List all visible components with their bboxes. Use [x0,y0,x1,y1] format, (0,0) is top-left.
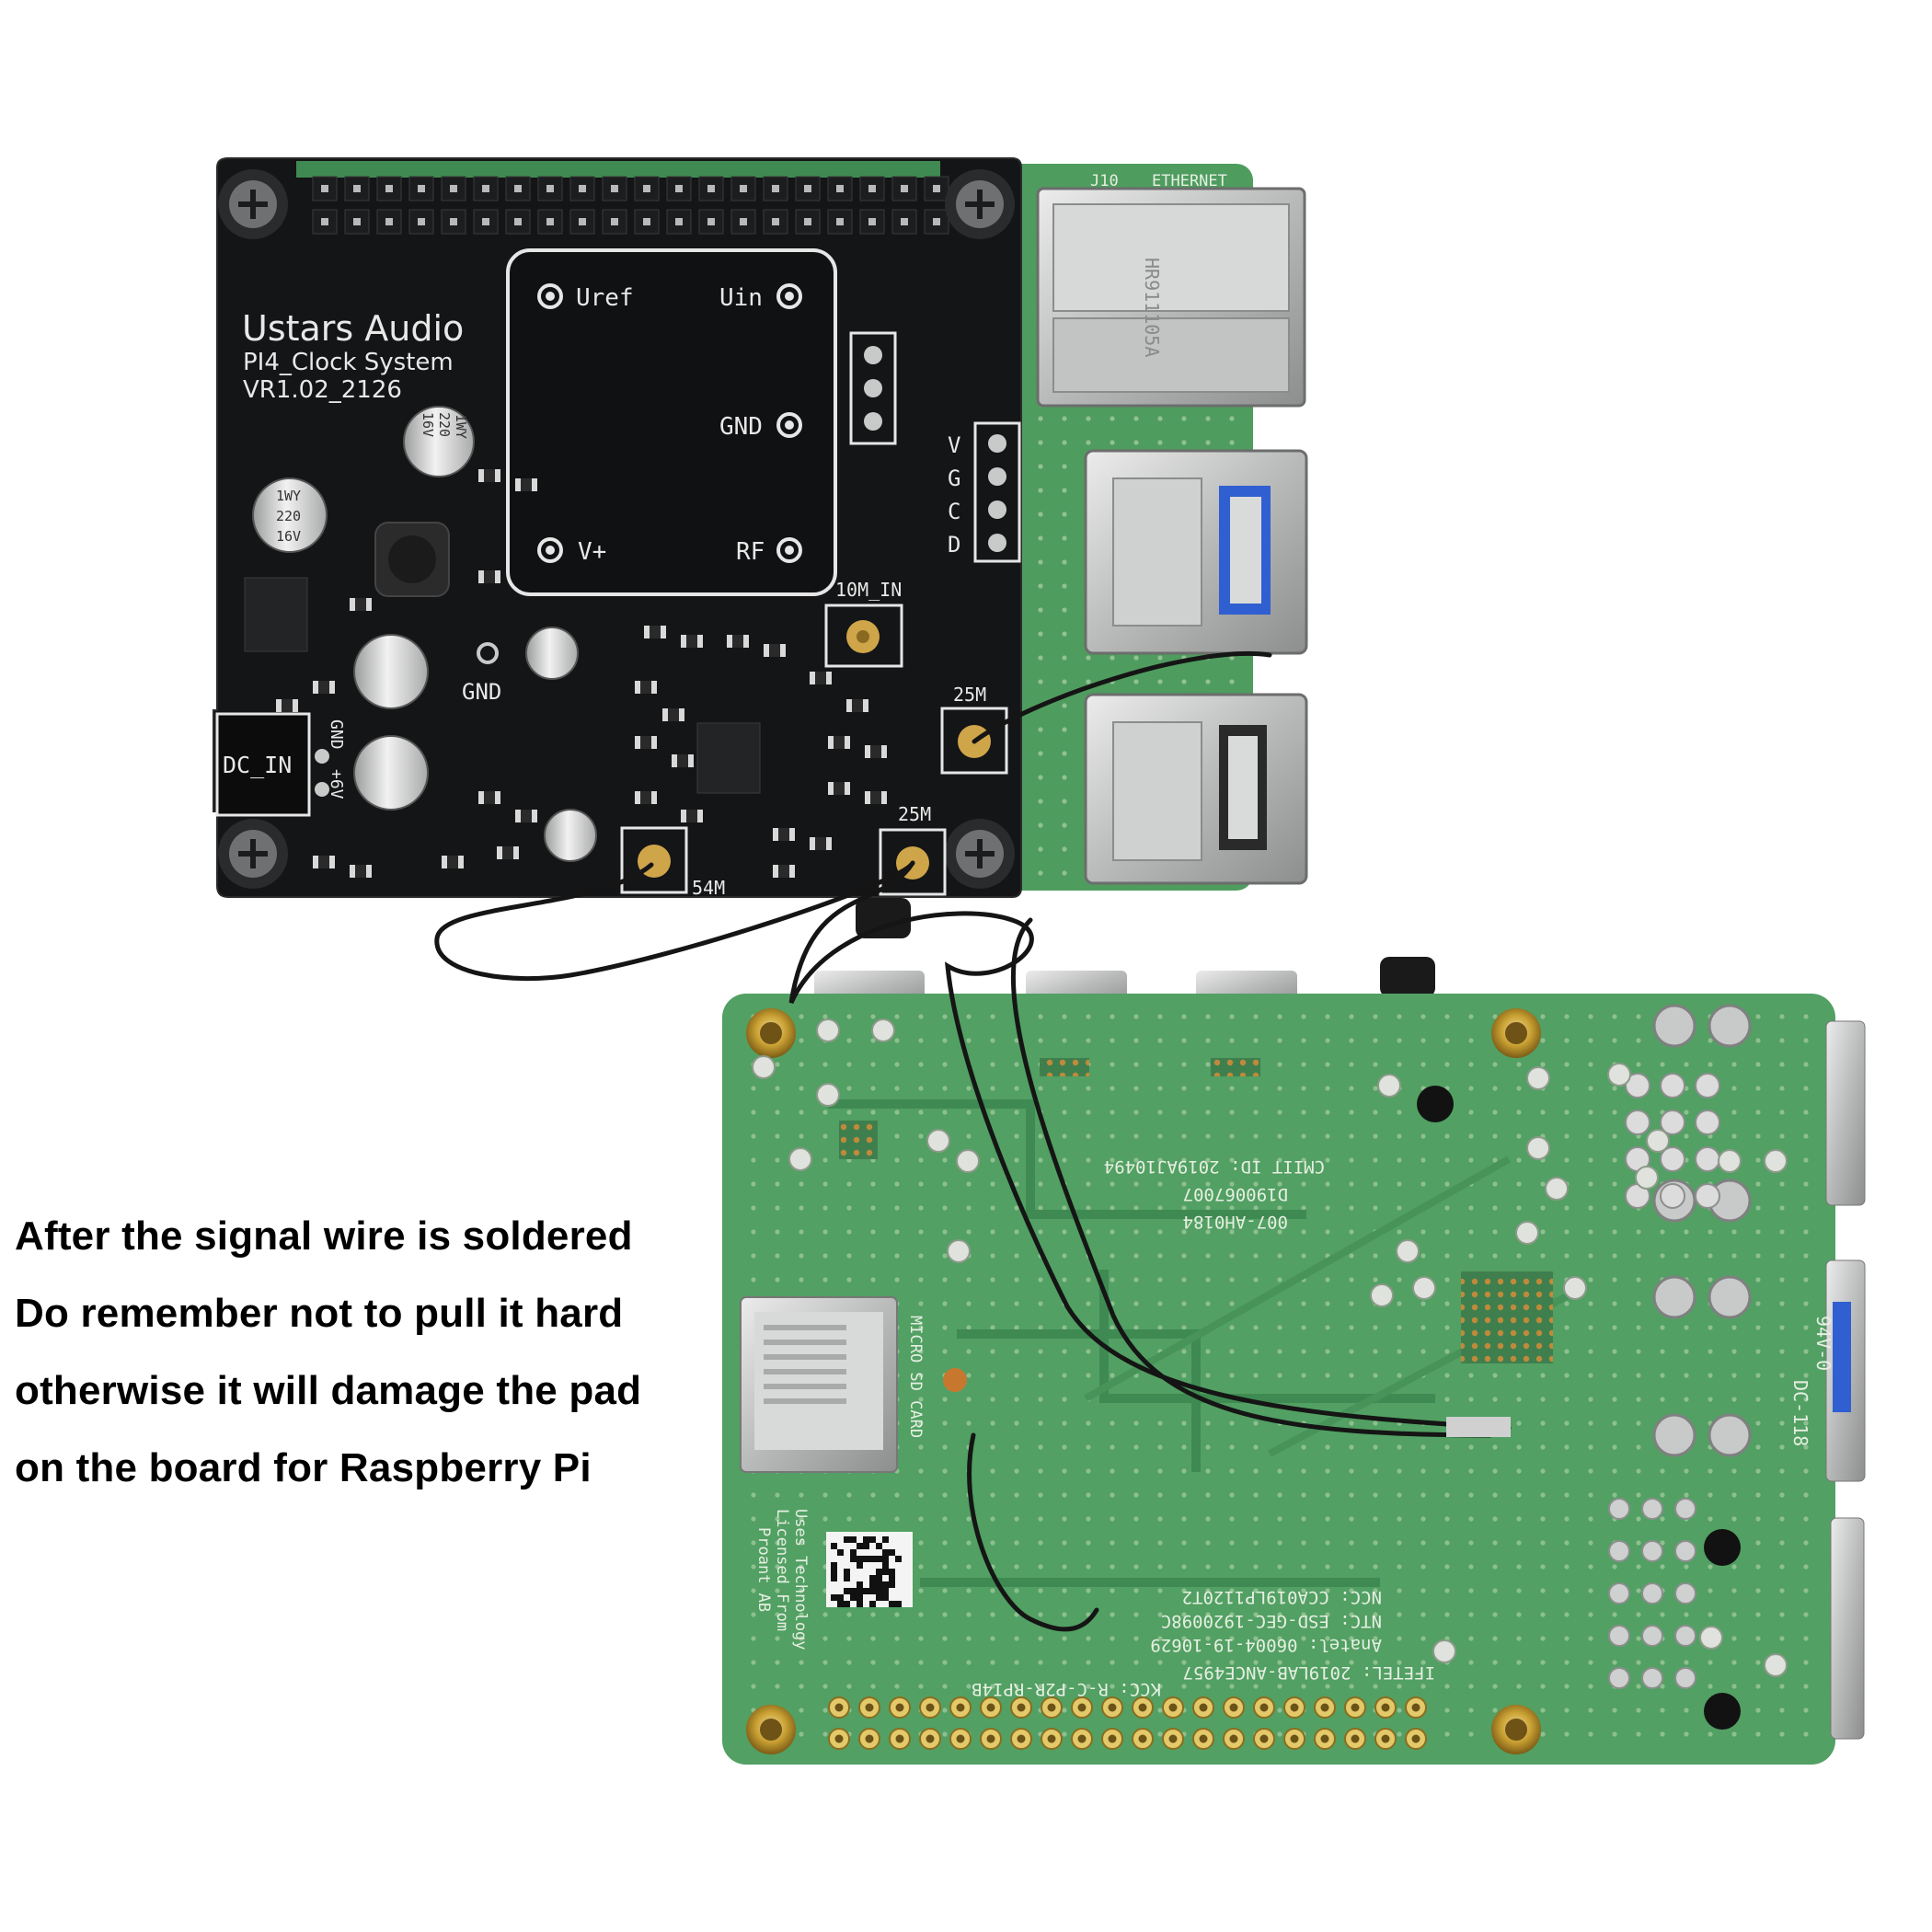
oscillator-module-outline: Uref Uin GND V+ RF [506,248,837,596]
micro-sd-slot [740,1296,898,1473]
usb3-port-stack [1084,449,1308,655]
license-line-3: Proant AB [754,1527,773,1612]
license-line-1: Uses Technology [791,1509,810,1650]
smd-components [276,469,887,878]
clock-hat-board: Ustars Audio PI4_Clock System VR1.02_212… [213,157,1022,899]
compliance-marking: CMIIT ID: 2019AJ10494 D190067007 007-AH0… [972,1156,1435,1699]
mounting-screw [218,169,288,239]
vplus-label: V+ [578,538,606,566]
ethernet-port: HR911105A [1036,187,1306,408]
capacitor-47uf [525,627,579,680]
uin-label: Uin [719,284,763,312]
plus6v-label: +6V [327,769,346,799]
svg-text:007-AH0184: 007-AH0184 [1183,1212,1288,1232]
gpio-header-top [312,176,949,235]
mounting-screw [218,819,288,889]
regulator-ic [244,577,308,652]
pi-top-view: J10 ETHERNET HR911105A [213,157,1308,938]
svg-text:HR911105A: HR911105A [1141,258,1163,357]
svg-text:16V: 16V [420,412,436,437]
pin-v-label: V [948,432,960,458]
svg-text:1WY: 1WY [453,414,469,439]
svg-text:Anatel: 06004-19-10629: Anatel: 06004-19-10629 [1150,1635,1382,1655]
capacitor-220uf [353,634,429,709]
dc-in-label: DC_IN [223,752,292,778]
caption-line-1: After the signal wire is soldered [15,1213,633,1259]
capacitor-220uf: 1WY 220 16V [252,477,328,553]
board-rating-label: 94V-0 [1812,1316,1834,1371]
svg-text:CMIIT ID: 2019AJ10494: CMIIT ID: 2019AJ10494 [1104,1156,1325,1177]
svg-text:KCC: R-C-P2R-RPI4B: KCC: R-C-P2R-RPI4B [972,1679,1161,1699]
pin-c-label: C [948,499,960,524]
mounting-screw [945,169,1015,239]
solder-joint [1446,1417,1511,1437]
clk-25m-b-label: 25M [898,803,931,825]
svg-text:1WY: 1WY [276,488,301,504]
clk-54m-label: 54M [692,877,725,899]
brand-label: Ustars Audio [242,308,464,349]
board-code-label: DC-118 [1789,1380,1811,1446]
mounting-screw [945,819,1015,889]
usb2-port-stack [1084,693,1308,885]
dc-gnd-label: GND [327,719,346,750]
pi-j10-label: J10 [1090,172,1119,190]
audio-jack [856,898,911,938]
dc-input-terminal: DC_IN GND +6V [215,712,346,817]
signal-wires [434,651,1512,1632]
signal-wire-lower [967,1432,1099,1632]
chip-pad-grid [1461,1271,1553,1363]
rf-label: RF [736,538,765,566]
instruction-caption: After the signal wire is soldered Do rem… [15,1198,714,1507]
license-line-2: Licensed From [773,1509,791,1631]
svg-text:220: 220 [276,508,301,524]
sd-card-label: MICRO SD CARD [906,1316,925,1438]
gnd-label: GND [462,679,501,705]
caption-line-4: on the board for Raspberry Pi [15,1445,592,1490]
pin-g-label: G [948,466,960,491]
svg-text:16V: 16V [276,528,301,545]
clk-25m-a-label: 25M [953,684,986,706]
brass-standoff [1491,1705,1541,1754]
brass-standoff [1491,1008,1541,1058]
clock-buffer-ic [696,722,761,794]
pi-ethernet-label: ETHERNET [1152,172,1227,190]
ten-mhz-input-connector: 10M_IN [824,579,903,668]
test-points [752,1018,1788,1677]
svg-text:IFETEL: 2019LAB-ANCE4957: IFETEL: 2019LAB-ANCE4957 [1182,1662,1435,1683]
signal-wire-25m-a [972,651,1272,744]
svg-text:D190067007: D190067007 [1183,1184,1288,1204]
caption-line-2: Do remember not to pull it hard [15,1291,624,1336]
pi-bottom-view: MICRO SD CARD Uses Technology Licensed F… [722,957,1866,1765]
uref-label: Uref [576,284,634,312]
data-matrix-label [826,1532,913,1607]
pin-d-label: D [948,532,960,558]
brass-standoff [746,1705,796,1754]
signal-wire-54m [434,860,915,982]
svg-text:220: 220 [436,412,453,437]
ten-m-in-label: 10M_IN [835,579,902,601]
chip-pad-grid [839,1121,878,1159]
version-label: VR1.02_2126 [243,376,402,404]
vgcd-header: V G C D [948,421,1021,563]
signal-wire-to-pad [1010,917,1493,1438]
capacitor-220uf: 1WY 220 16V [403,406,475,477]
caption-line-3: otherwise it will damage the pad [15,1368,642,1413]
u-fl-connector-54m: 54M [620,826,725,899]
capacitor-220uf [353,735,429,811]
svg-text:NTC: ESD-GEC-1920098C: NTC: ESD-GEC-1920098C [1161,1611,1382,1631]
model-label: PI4_Clock System [243,349,454,376]
module-gnd-label: GND [719,413,763,441]
three-pin-header [849,331,897,445]
gpio-header-bottom [828,1696,1427,1750]
capacitor-47uf [544,809,597,862]
svg-text:NCC: CCA019LP1120T2: NCC: CCA019LP1120T2 [1182,1587,1382,1607]
brass-standoff [746,1008,796,1058]
